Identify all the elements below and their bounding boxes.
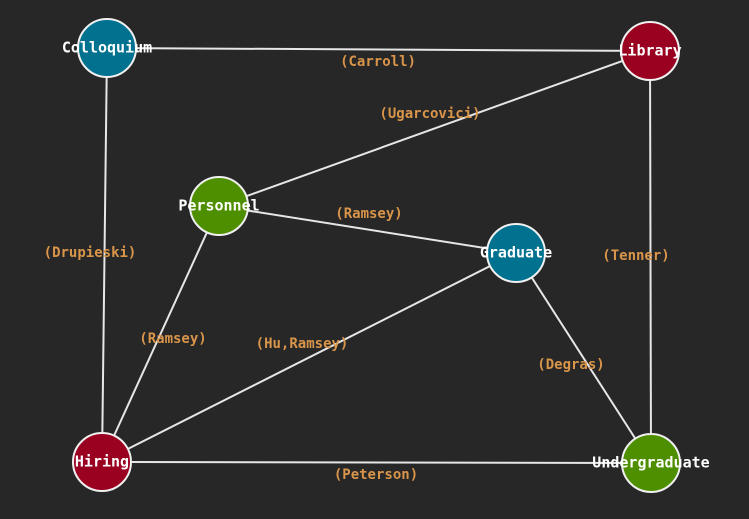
edge-label-hiring-undergraduate: (Peterson) — [334, 467, 418, 483]
node-circle-hiring[interactable] — [72, 432, 132, 492]
node-circle-personnel[interactable] — [189, 176, 249, 236]
node-label-colloquium: Colloquium — [62, 39, 152, 57]
node-label-undergraduate: Undergraduate — [592, 454, 709, 472]
node-circle-colloquium[interactable] — [77, 18, 137, 78]
edge-label-personnel-graduate: (Ramsey) — [335, 206, 402, 222]
edge-colloquium-library[interactable] — [106, 47, 651, 52]
edge-personnel-library[interactable] — [218, 50, 651, 207]
edge-label-colloquium-hiring: (Drupieski) — [44, 245, 137, 261]
node-colloquium[interactable]: Colloquium — [62, 18, 152, 78]
edge-library-undergraduate[interactable] — [649, 50, 652, 464]
edge-hiring-undergraduate[interactable] — [101, 461, 652, 464]
node-circle-library[interactable] — [620, 21, 680, 81]
edge-label-library-undergraduate: (Tenner) — [602, 248, 669, 264]
edge-colloquium-hiring[interactable] — [101, 47, 108, 463]
node-personnel[interactable]: Personnel — [178, 176, 260, 236]
edge-graduate-undergraduate[interactable] — [515, 252, 652, 464]
node-label-graduate: Graduate — [480, 244, 552, 262]
edge-label-personnel-hiring: (Ramsey) — [139, 331, 206, 347]
edge-label-personnel-library: (Ugarcovici) — [379, 106, 480, 122]
edge-labels-layer: (Carroll) (Ugarcovici) (Ramsey) (Drupieski)… — [44, 54, 670, 483]
edge-label-graduate-hiring: (Hu,Ramsey) — [256, 336, 349, 352]
edge-personnel-graduate[interactable] — [218, 205, 517, 254]
node-label-personnel: Personnel — [178, 197, 259, 215]
node-circle-graduate[interactable] — [486, 223, 546, 283]
edge-graduate-hiring[interactable] — [101, 252, 517, 463]
edge-label-colloquium-library: (Carroll) — [340, 54, 416, 70]
edges-layer — [101, 47, 652, 464]
node-hiring[interactable]: Hiring — [72, 432, 132, 492]
node-circle-undergraduate[interactable] — [621, 433, 681, 493]
edge-personnel-hiring[interactable] — [101, 205, 220, 463]
node-undergraduate[interactable]: Undergraduate — [592, 433, 710, 493]
node-label-hiring: Hiring — [75, 453, 129, 471]
node-label-library: Library — [618, 42, 681, 60]
node-graduate[interactable]: Graduate — [480, 223, 552, 283]
edge-label-graduate-undergraduate: (Degras) — [537, 357, 604, 373]
node-library[interactable]: Library — [618, 21, 682, 81]
nodes-layer: Colloquium LibraryPersonnelGraduateHiring… — [62, 18, 710, 493]
